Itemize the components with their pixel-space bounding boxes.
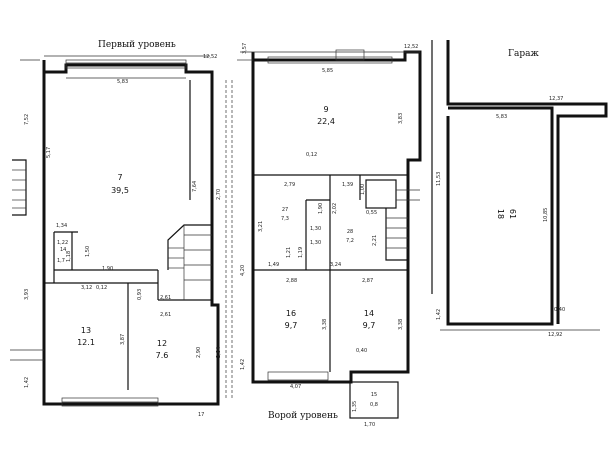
- level1-dim-3-12: 3,12: [81, 285, 92, 291]
- level1-dim-top-width: 5,83: [117, 79, 128, 85]
- level2-dim-1-39: 1,39: [342, 182, 353, 188]
- level1-dim-2-61a: 2,61: [160, 295, 171, 301]
- level1-dim-3-87: 3,87: [120, 334, 126, 345]
- level2-dim-total-width: 12,52: [404, 44, 418, 50]
- level2-dim-4-20: 4,20: [240, 265, 246, 276]
- level2-dim-1-00: 1,00: [360, 184, 366, 195]
- level2-bottom-window: [267, 371, 329, 381]
- level2-room-28-num: 28: [347, 229, 353, 235]
- garage-dim-0-40: 0,40: [554, 307, 565, 313]
- level2-dim-1-70: 1,70: [364, 422, 375, 428]
- level1-plan: Первый уровень: [10, 40, 233, 418]
- level2-room-16-area: 9,7: [285, 321, 298, 330]
- level2-dim-1-35: 1,35: [352, 401, 358, 412]
- level2-stair: [365, 179, 420, 261]
- garage-plan: Гараж 12,37 5,83 11,53 10,85 12,92 0,40 …: [431, 40, 608, 338]
- level2-dim-1-49: 1,49: [268, 262, 279, 268]
- level2-dim-1-90: 1,90: [318, 203, 324, 214]
- garage-room-area: 61: [508, 209, 517, 219]
- level2-top-window-box: [335, 49, 365, 61]
- level1-room-12-num: 12: [157, 339, 167, 348]
- level1-title: Первый уровень: [98, 40, 176, 50]
- level2-plan: Ворой уровень 12,52 5,85 3,57 3,83 0,12 …: [237, 43, 422, 428]
- level2-room-9-area: 22,4: [317, 117, 335, 126]
- level2-room-27-area: 7,3: [281, 216, 289, 222]
- level1-dim-17: 17: [198, 412, 204, 418]
- level2-room-15-area: 0,8: [370, 402, 378, 408]
- level2-dim-1-42: 1,42: [240, 359, 246, 370]
- level1-room-7-num: 7: [117, 173, 122, 182]
- level1-dim-bottom-left: 1,42: [24, 377, 30, 388]
- level1-dim-1-90: 1,90: [102, 266, 113, 272]
- level1-dim-2-90: 2,90: [196, 347, 202, 358]
- level2-top-window: [267, 56, 393, 64]
- level1-room-12-area: 7.6: [156, 351, 169, 360]
- garage-dim-left: 11,53: [436, 172, 442, 186]
- level2-dim-2-02: 2,02: [332, 203, 338, 214]
- level1-dim-0-93: 0,93: [137, 289, 143, 300]
- level1-right-stair: [167, 224, 212, 300]
- level1-dim-1-50: 1,50: [85, 246, 91, 257]
- garage-dim-bottom: 12,92: [548, 332, 562, 338]
- level2-dim-1-21: 1,21: [286, 247, 292, 258]
- level1-room-13-area: 12.1: [77, 338, 95, 347]
- level1-dim-right-small: 2,70: [216, 189, 222, 200]
- level2-room-9-num: 9: [323, 105, 328, 114]
- garage-dim-1-42: 1,42: [436, 309, 442, 320]
- level1-dim-1-22: 1,22: [57, 240, 68, 246]
- level1-dim-0-12: 0,12: [96, 285, 107, 291]
- level1-room-13-num: 13: [81, 326, 91, 335]
- level1-dim-2-61b: 2,61: [160, 312, 171, 318]
- level2-room-15-box: [349, 381, 399, 419]
- level1-dim-right-mid: 7,64: [192, 181, 198, 192]
- level2-dim-2-87: 2,87: [362, 278, 373, 284]
- level2-dim-3-24: 3,24: [330, 262, 341, 268]
- level1-left-stair: [12, 159, 27, 216]
- level2-dim-2-79: 2,79: [284, 182, 295, 188]
- level2-room-27-num: 27: [282, 207, 288, 213]
- level1-dim-1-18: 1,18: [66, 251, 72, 262]
- level1-dim-1-34: 1,34: [56, 223, 67, 229]
- level1-room-14-area: 1,7: [57, 258, 65, 264]
- level2-dim-left-top: 3,57: [242, 43, 248, 54]
- level1-dim-left-top: 7,52: [24, 114, 30, 125]
- level1-outer-wall: [42, 60, 220, 406]
- level2-room-16-num: 16: [286, 309, 296, 318]
- level2-dim-0-12: 0,12: [306, 152, 317, 158]
- level2-dim-1-30b: 1,30: [310, 240, 321, 246]
- level2-room-15-num: 15: [371, 392, 377, 398]
- level2-room-14-area: 9,7: [363, 321, 376, 330]
- level2-room-14-num: 14: [364, 309, 374, 318]
- level2-dim-2-21: 2,21: [372, 235, 378, 246]
- garage-dim-inner-top: 5,83: [496, 114, 507, 120]
- level1-dim-inner-left: 5,17: [46, 147, 52, 158]
- garage-room-num: 18: [496, 209, 505, 219]
- level1-room-14-num: 14: [60, 247, 66, 253]
- level2-dim-2-88: 2,88: [286, 278, 297, 284]
- level1-dim-2-84: 2,84: [216, 347, 222, 358]
- level1-dim-left-bottom: 3,93: [24, 289, 30, 300]
- level2-dim-1-30a: 1,30: [310, 226, 321, 232]
- level1-room-7-area: 39,5: [111, 186, 129, 195]
- level1-top-window: [65, 59, 187, 69]
- level2-title: Ворой уровень: [268, 411, 338, 421]
- level2-dim-3-38a: 3,38: [322, 319, 328, 330]
- level2-dim-0-55: 0,55: [366, 210, 377, 216]
- garage-room-wall: [446, 106, 554, 326]
- garage-title: Гараж: [508, 49, 539, 59]
- level2-dim-4-07: 4,07: [290, 384, 301, 390]
- level2-dim-1-19: 1,19: [298, 247, 304, 258]
- level2-outer-wall: [251, 50, 422, 384]
- level2-room-28-area: 7,2: [346, 238, 354, 244]
- garage-outer-wall: [446, 40, 608, 324]
- level1-dim-total-width: 12,52: [203, 54, 217, 60]
- level2-dim-0-40: 0,40: [356, 348, 367, 354]
- level2-dim-top-width: 5,85: [322, 68, 333, 74]
- garage-dim-top: 12,37: [549, 96, 563, 102]
- level2-dim-3-38b: 3,38: [398, 319, 404, 330]
- garage-dim-inner-right: 10,85: [543, 208, 549, 222]
- level2-dim-3-21: 3,21: [258, 221, 264, 232]
- level2-dim-right-top: 3,83: [398, 113, 404, 124]
